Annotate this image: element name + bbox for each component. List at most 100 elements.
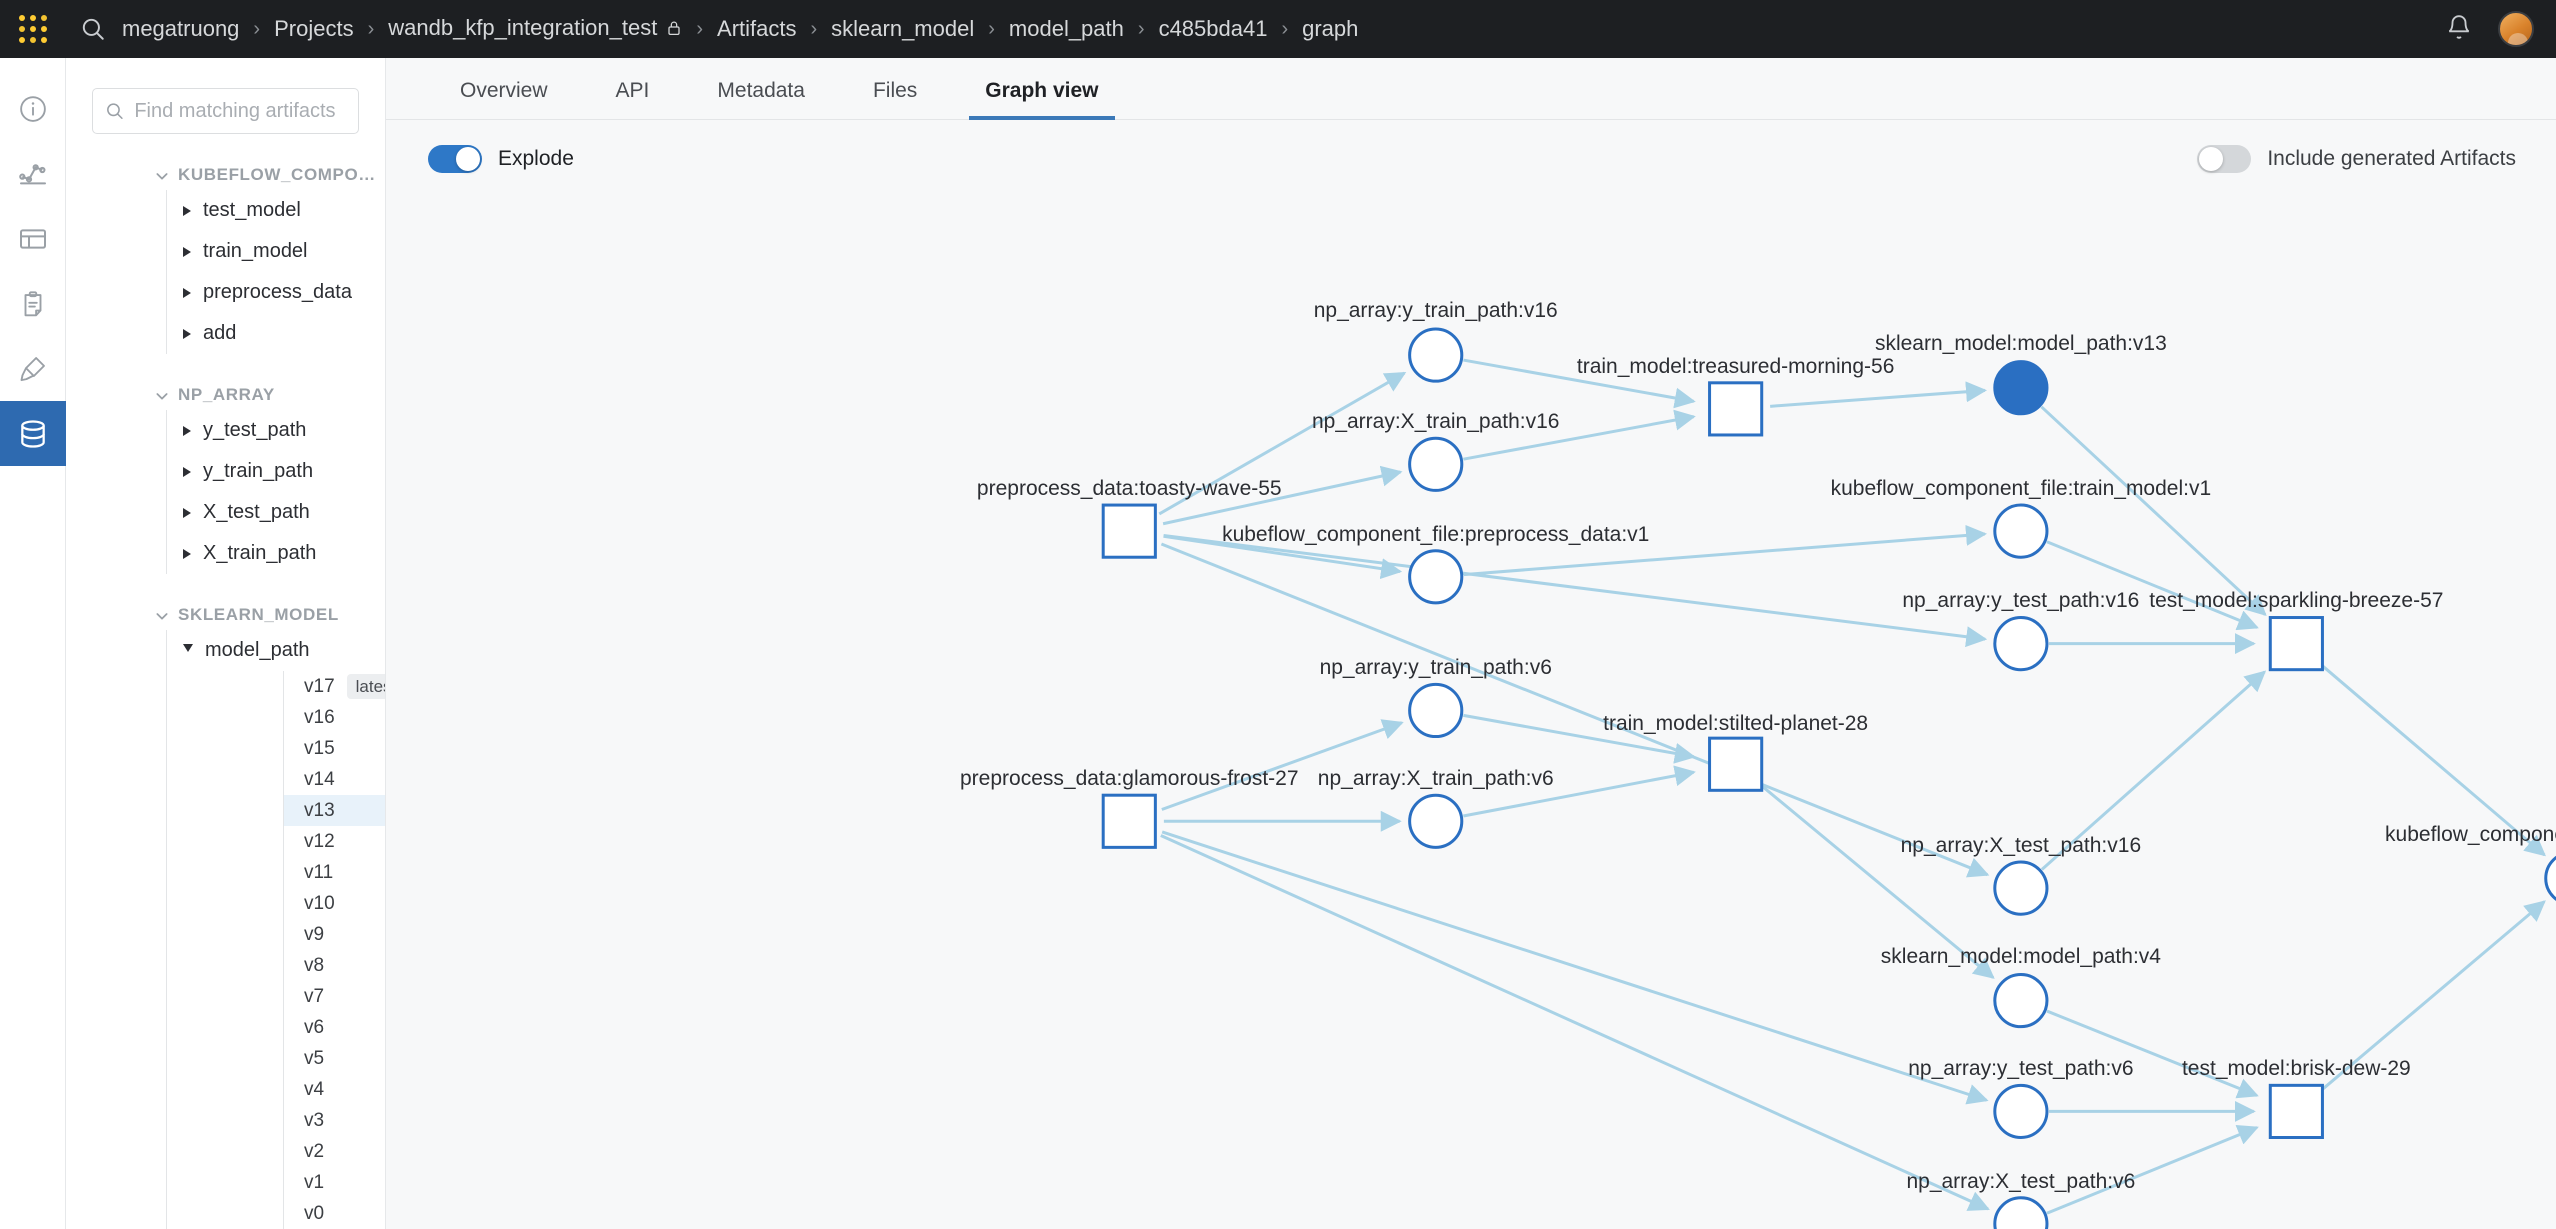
graph-node[interactable] [2268,1083,2324,1140]
version-item-v1[interactable]: v1 [284,1167,385,1198]
breadcrumb-item-model-path[interactable]: model_path [1008,16,1124,41]
version-item-v4[interactable]: v4 [284,1074,385,1105]
artifact-item-add[interactable]: add [167,313,385,354]
graph-edge [1160,542,1990,878]
graph-node[interactable] [1993,503,2049,559]
version-item-v16[interactable]: v16 [284,702,385,733]
graph-node[interactable] [1408,436,1464,492]
explode-label: Explode [498,147,574,170]
graph-node[interactable] [1993,860,2049,916]
graph-edges-and-nodes [1101,327,2556,1229]
graph-edge [1463,409,1696,461]
explode-toggle-group[interactable]: Explode [428,145,574,173]
triangle-right-icon [183,328,191,339]
version-item-v2[interactable]: v2 [284,1136,385,1167]
tab-api[interactable]: API [615,79,650,102]
version-label: v10 [304,892,335,914]
graph-node-label: train_model:treasured-morning-56 [1576,354,1895,378]
top-navigation-bar: megatruong›Projects›wandb_kfp_integratio… [0,0,2556,58]
search-artifacts-box[interactable] [92,88,359,134]
graph-node[interactable] [1408,327,1464,383]
breadcrumb-item-c485bda41[interactable]: c485bda41 [1158,16,1268,41]
breadcrumb-item-graph[interactable]: graph [1302,16,1359,41]
graph-node[interactable] [1993,1196,2049,1229]
sidebar-item-artifacts[interactable] [0,401,66,466]
version-item-v8[interactable]: v8 [284,950,385,981]
version-item-v9[interactable]: v9 [284,919,385,950]
version-item-v0[interactable]: v0 [284,1198,385,1229]
artifact-item-test_model[interactable]: test_model [167,190,385,231]
graph-node[interactable] [1408,549,1464,605]
graph-node-label: kubeflow_component_file:test_model:v1 [2385,822,2556,846]
search-input[interactable] [134,99,346,123]
sidebar-item-reports[interactable] [0,271,66,336]
explode-toggle[interactable] [428,145,482,173]
apps-grid-icon[interactable] [0,15,66,43]
sidebar-item-tables[interactable] [0,206,66,271]
version-item-v10[interactable]: v10 [284,888,385,919]
graph-node[interactable] [1993,973,2049,1029]
graph-node[interactable] [1408,682,1464,739]
version-item-v15[interactable]: v15 [284,733,385,764]
triangle-right-icon [183,548,191,559]
breadcrumb-item-wandb-kfp-integration-test[interactable]: wandb_kfp_integration_test [386,15,684,43]
graph-node[interactable] [1993,1083,2049,1139]
global-search-icon[interactable] [66,16,120,42]
artifact-item-y_test_path[interactable]: y_test_path [167,410,385,451]
graph-node[interactable] [1101,793,1157,849]
version-item-v11[interactable]: v11 [284,857,385,888]
tab-files[interactable]: Files [872,79,918,102]
version-item-v12[interactable]: v12 [284,826,385,857]
notification-bell-icon[interactable] [2446,14,2472,45]
breadcrumb-item-megatruong[interactable]: megatruong [122,16,240,41]
version-item-v14[interactable]: v14 [284,764,385,795]
avatar[interactable] [2498,11,2534,47]
graph-node[interactable] [1708,736,1764,792]
include-generated-toggle-group[interactable]: Include generated Artifacts [2197,145,2516,173]
artifact-item-preprocess_data[interactable]: preprocess_data [167,272,385,313]
breadcrumb-item-artifacts[interactable]: Artifacts [717,16,797,41]
graph-node[interactable] [1993,616,2049,672]
left-icon-rail [0,58,66,1229]
graph-node[interactable] [1708,381,1764,437]
graph-node-selected[interactable] [1993,360,2049,416]
artifact-group-header-sklearn_model[interactable]: SKLEARN_MODEL [66,600,385,630]
artifact-item-model_path[interactable]: model_path [167,630,385,671]
version-item-v3[interactable]: v3 [284,1105,385,1136]
artifact-item-X_train_path[interactable]: X_train_path [167,533,385,574]
sidebar-item-charts[interactable] [0,141,66,206]
tab-graph-view[interactable]: Graph view [969,79,1115,120]
graph-edge [1160,834,1990,1211]
sidebar-item-info[interactable] [0,76,66,141]
graph-node[interactable] [1101,503,1157,559]
graph-node[interactable] [2544,852,2556,904]
triangle-right-icon [183,425,191,436]
search-icon [107,103,123,120]
triangle-right-icon [183,507,191,518]
sidebar-item-sweeps[interactable] [0,336,66,401]
include-generated-toggle[interactable] [2197,145,2252,173]
graph-edge [1761,785,1995,979]
version-item-v13[interactable]: v13 [284,795,385,826]
breadcrumb-item-projects[interactable]: Projects [274,16,354,41]
artifact-item-train_model[interactable]: train_model [167,231,385,272]
version-label: v2 [304,1140,325,1162]
version-label: v13 [304,799,335,821]
artifact-item-X_test_path[interactable]: X_test_path [167,492,385,533]
version-item-v5[interactable]: v5 [284,1043,385,1074]
tab-metadata[interactable]: Metadata [717,79,805,102]
graph-node[interactable] [2268,616,2324,672]
artifact-group-header-np_array[interactable]: NP_ARRAY [66,380,385,410]
graph-node[interactable] [1408,793,1464,849]
artifact-item-y_train_path[interactable]: y_train_path [167,451,385,492]
version-item-v6[interactable]: v6 [284,1012,385,1043]
version-item-v7[interactable]: v7 [284,981,385,1012]
graph-edge [2046,540,2259,631]
artifact-group-header-kubeflow_component_file[interactable]: KUBEFLOW_COMPONENT_FILE [66,160,385,190]
breadcrumb-item-sklearn-model[interactable]: sklearn_model [831,16,975,41]
version-item-v17[interactable]: v17latest [284,671,385,702]
tab-overview[interactable]: Overview [460,79,548,102]
graph-edge [1161,830,1989,1105]
graph-edge [1463,713,1696,764]
